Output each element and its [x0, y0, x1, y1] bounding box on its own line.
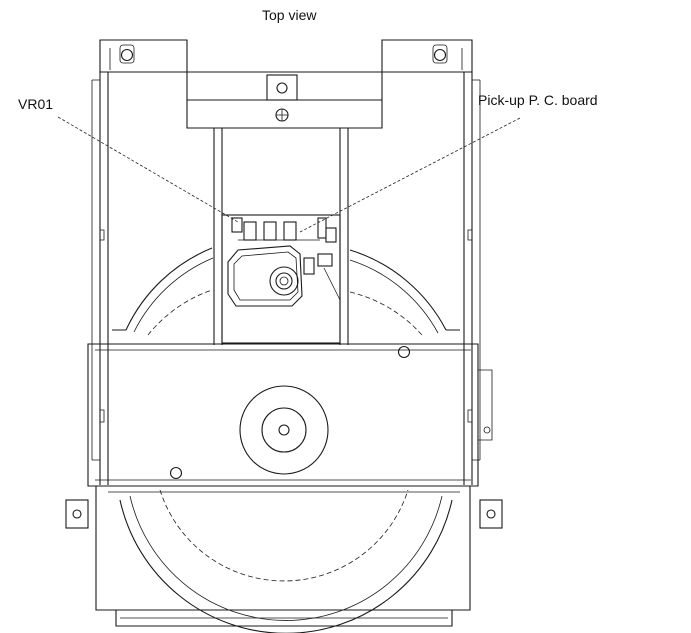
pickup-board-leader	[299, 117, 521, 233]
bottom-tabs	[65, 486, 503, 627]
vr01-label: VR01	[18, 96, 54, 112]
clamp-bar	[87, 343, 493, 487]
top-bracket	[186, 74, 383, 129]
chassis-frame	[91, 39, 481, 485]
pickup-board-label: Pick-up P. C. board	[478, 92, 598, 108]
pickup-unit	[221, 214, 341, 344]
disc-outline	[112, 247, 460, 633]
diagram-title: Top view	[262, 7, 317, 23]
vr01-leader	[57, 116, 239, 223]
